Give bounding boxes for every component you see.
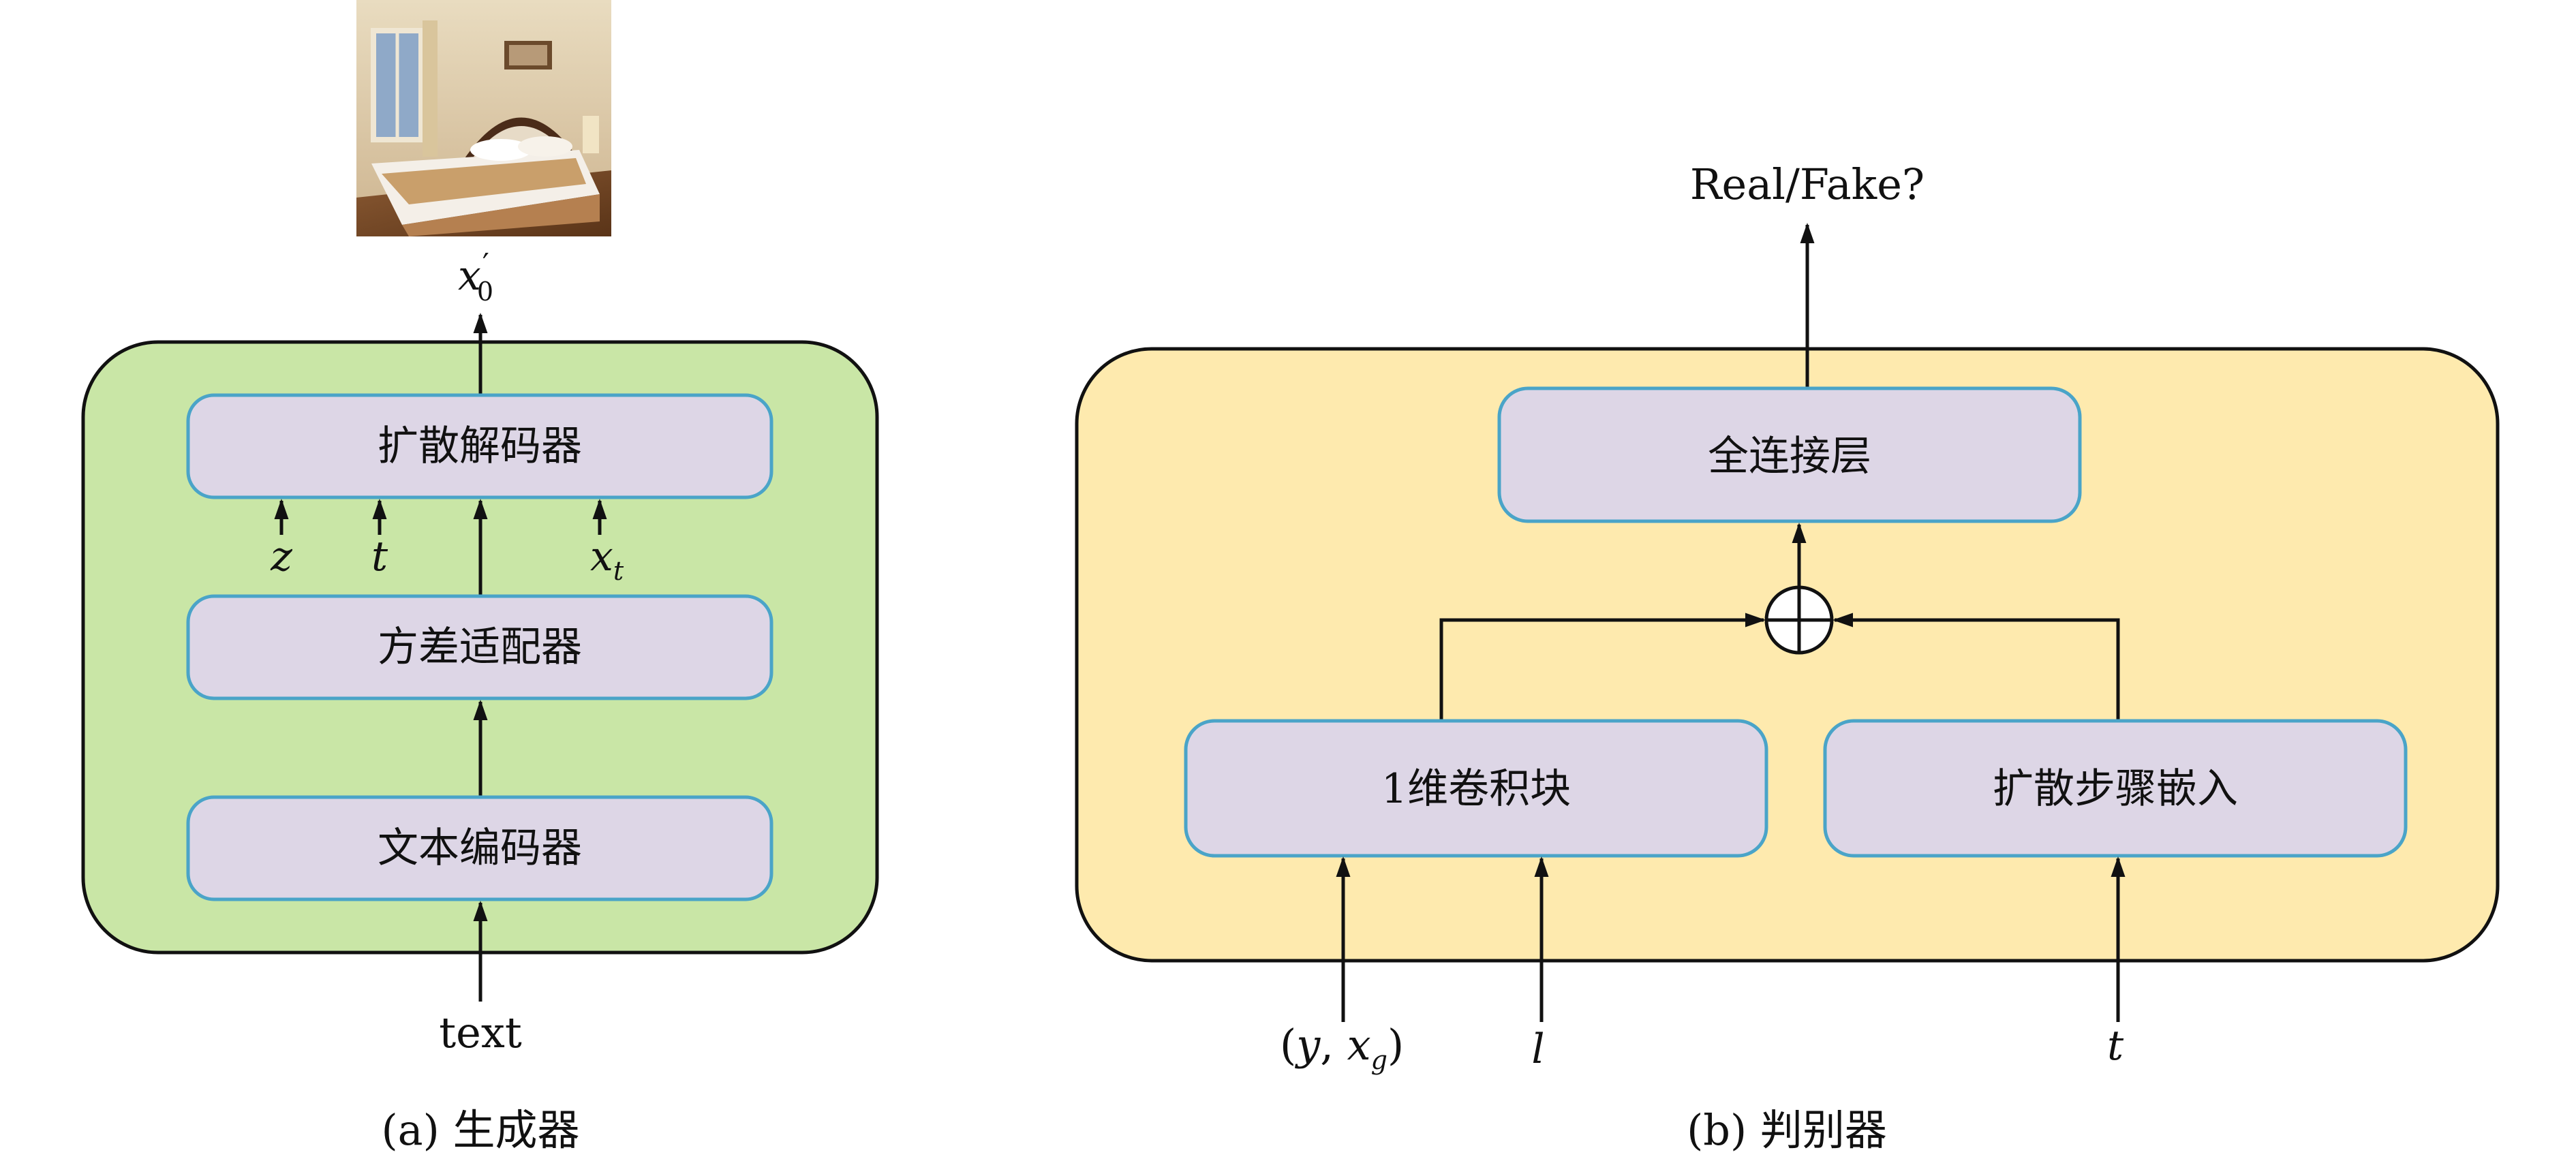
module-label-decoder: 扩散解码器 — [378, 422, 582, 470]
module-text-encoder: 文本编码器 — [186, 795, 773, 901]
module-variance-adaptor: 方差适配器 — [186, 594, 773, 700]
caption-discriminator: (b) 判别器 — [1687, 1105, 1887, 1155]
output-label-x0: x′0 — [458, 247, 493, 307]
module-label-conv: 1维卷积块 — [1381, 765, 1571, 813]
circle-plus-icon — [1764, 585, 1834, 655]
module-conv-block: 1维卷积块 — [1184, 719, 1768, 858]
output-label-real-fake: Real/Fake? — [1690, 159, 1925, 209]
input-label-t-disc: t — [2107, 1022, 2124, 1070]
module-diffusion-decoder: 扩散解码器 — [186, 393, 773, 499]
input-label-xt: xt — [590, 533, 624, 586]
module-label-step-embed: 扩散步骤嵌入 — [1993, 765, 2238, 813]
discriminator-panel: Real/Fake? 全连接层 1维卷积块 扩散步骤嵌 — [1075, 159, 2500, 1155]
caption-generator: (a) 生成器 — [381, 1105, 579, 1155]
module-label-text-encoder: 文本编码器 — [378, 824, 582, 872]
input-label-y-xg: (y, xg) — [1280, 1020, 1404, 1075]
input-label-l: l — [1531, 1025, 1544, 1073]
input-label-t: t — [371, 533, 388, 580]
arrow-embed-to-sum — [1833, 613, 2120, 721]
module-step-embedding: 扩散步骤嵌入 — [1823, 719, 2408, 858]
module-label-variance-adaptor: 方差适配器 — [378, 623, 582, 671]
input-label-text: text — [439, 1008, 522, 1057]
input-label-z: z — [270, 533, 292, 580]
module-label-fc: 全连接层 — [1708, 433, 1871, 480]
arrow-conv-to-sum — [1439, 613, 1766, 721]
generated-image — [356, 0, 611, 236]
module-fully-connected: 全连接层 — [1497, 386, 2082, 523]
generator-panel: x′0 扩散解码器 z t xt 方差适配器 文 — [81, 0, 879, 1155]
